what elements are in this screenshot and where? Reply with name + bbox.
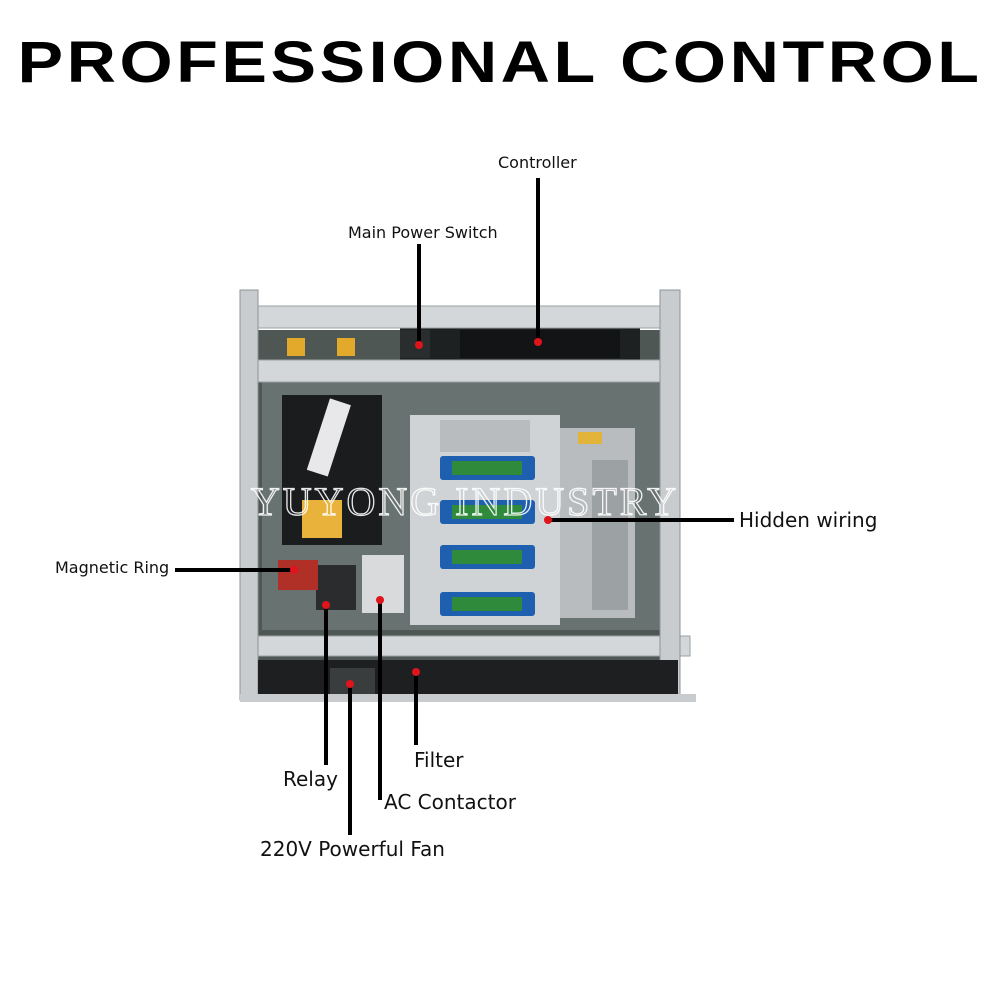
warning-label [302, 500, 342, 538]
watermark: YUYONG INDUSTRY [251, 479, 679, 524]
ac-contactor-marker [376, 596, 384, 604]
driver-board-2 [452, 505, 522, 519]
label-filter: Filter [414, 748, 464, 772]
fan-marker [346, 680, 354, 688]
frame-bottom-edge [240, 694, 696, 702]
controller-marker [534, 338, 542, 346]
driver-board-1 [452, 461, 522, 475]
label-relay: Relay [283, 767, 338, 791]
filter-marker [412, 668, 420, 676]
main-power-switch-marker [415, 341, 423, 349]
label-magnetic-ring: Magnetic Ring [55, 558, 170, 577]
label-hidden-wiring: Hidden wiring [739, 508, 878, 532]
frame-mid-rail [249, 359, 671, 383]
leader-lines [175, 178, 734, 835]
label-controller: Controller [498, 153, 577, 172]
magnetic-ring-marker [290, 566, 298, 574]
bottom-panel [258, 660, 678, 698]
magnetic-ring-wires [278, 560, 318, 590]
driver-board-4 [452, 597, 522, 611]
driver-board-3 [452, 550, 522, 564]
ribbon-cable [306, 398, 351, 477]
headline: PROFESSIONAL CONTROL [18, 30, 983, 95]
label-ac-contactor: AC Contactor [384, 790, 516, 814]
relay-block [316, 565, 356, 610]
yellow-label-1 [287, 338, 305, 356]
frame-bottom-rail [244, 635, 691, 657]
psu-label [578, 432, 602, 444]
yellow-label-2 [337, 338, 355, 356]
psu-vents [592, 460, 628, 610]
hidden-wiring-marker [544, 516, 552, 524]
small-psu [440, 420, 530, 452]
label-main-power-switch: Main Power Switch [348, 223, 498, 242]
relay-marker [322, 601, 330, 609]
markers [290, 338, 552, 688]
ac-contactor-block [362, 555, 404, 613]
headline-banner: PROFESSIONAL CONTROL [18, 30, 983, 95]
label-fan: 220V Powerful Fan [260, 837, 445, 861]
frame-top-rail [249, 305, 671, 329]
power-switch-body [400, 330, 430, 358]
